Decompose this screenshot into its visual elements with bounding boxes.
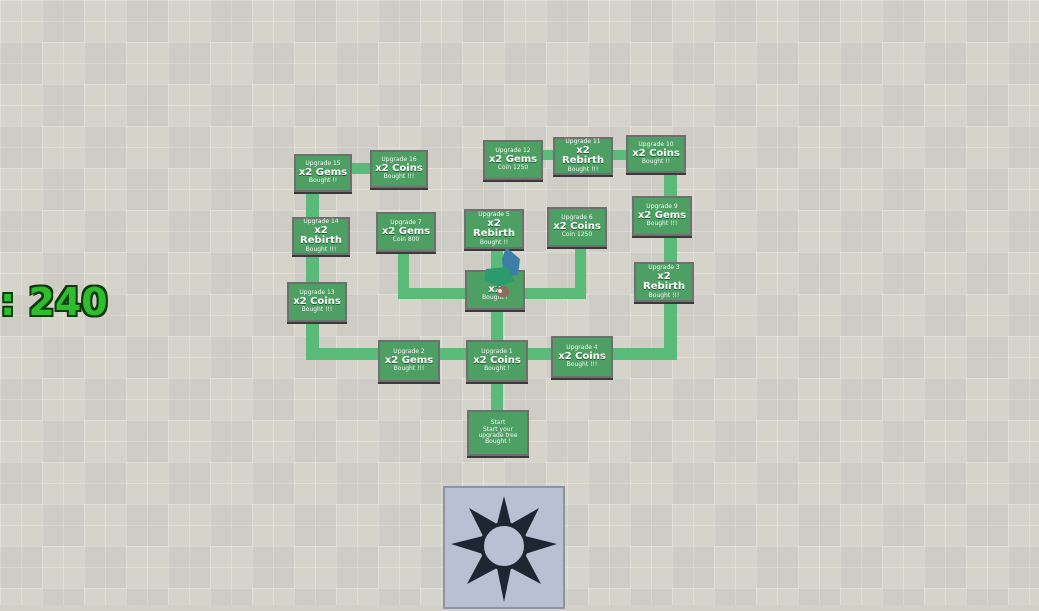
player-avatar	[484, 247, 520, 297]
upgrade-pad-11[interactable]: Upgrade 11 x2 Rebirth Bought !!!	[553, 137, 613, 175]
upgrade-pad-2[interactable]: Upgrade 2 x2 Gems Bought !!!	[378, 340, 440, 382]
pad-title: Upgrade 3	[648, 264, 680, 272]
pad-reward: x2 Gems	[488, 153, 538, 165]
pad-sublabel: upgrade tree	[478, 432, 518, 439]
pad-title: Upgrade 10	[638, 141, 674, 149]
pad-status: Bought !!!	[301, 306, 333, 314]
upgrade-pad-3[interactable]: Upgrade 3 x2 Rebirth Bought !!!	[634, 262, 694, 302]
path-segment	[306, 170, 319, 360]
pad-reward: x2 Rebirth	[562, 144, 604, 166]
upgrade-pad-start[interactable]: Start Start your upgrade tree Bought !	[467, 410, 529, 456]
pad-status: Bought !	[485, 438, 511, 446]
path-segment	[398, 230, 409, 298]
pad-status: Bought !!	[641, 158, 671, 166]
upgrade-pad-7[interactable]: Upgrade 7 x2 Gems Coin 800	[376, 212, 436, 252]
upgrade-pad-15[interactable]: Upgrade 15 x2 Gems Bought !!	[294, 154, 352, 192]
upgrade-pad-5[interactable]: Upgrade 5 x2 Rebirth Bought !!	[464, 209, 524, 249]
pad-status: Bought !!!	[393, 365, 425, 373]
pad-title: Upgrade 13	[299, 289, 335, 297]
pad-status: Bought !!!	[305, 245, 337, 253]
pad-status: Bought !!!	[566, 361, 598, 369]
upgrade-pad-12[interactable]: Upgrade 12 x2 Gems Coin 1250	[483, 140, 543, 180]
pad-reward: x2	[488, 283, 502, 295]
pad-status: Bought !!!	[646, 220, 678, 228]
upgrade-pad-9[interactable]: Upgrade 9 x2 Gems Bought !!!	[632, 196, 692, 236]
pad-reward: x2 Gems	[637, 209, 687, 221]
pad-title: Upgrade 1	[481, 348, 513, 356]
pad-title: Upgrade 5	[478, 211, 510, 219]
pad-status: Bought !!!	[567, 165, 599, 173]
pad-title: Upgrade 15	[305, 160, 341, 168]
upgrade-pad-6[interactable]: Upgrade 6 x2 Coins Coin 1250	[547, 207, 607, 247]
pad-status: Bought !	[484, 365, 510, 373]
upgrade-pad-16[interactable]: Upgrade 16 x2 Coins Bought !!!	[370, 150, 428, 188]
pad-status: Bought !!!	[383, 173, 415, 181]
pad-status: Coin 800	[392, 236, 420, 244]
pad-title: Upgrade 12	[495, 147, 531, 155]
upgrade-pad-4[interactable]: Upgrade 4 x2 Coins Bought !!!	[551, 336, 613, 378]
pad-reward: x2 Rebirth	[473, 217, 515, 239]
pad-reward: x2 Rebirth	[643, 270, 685, 292]
pad-reward: x2 Gems	[381, 225, 431, 237]
path-segment	[575, 230, 586, 298]
upgrade-pad-1[interactable]: Upgrade 1 x2 Coins Bought !	[466, 340, 528, 382]
spawn-sun-icon	[451, 496, 557, 602]
pad-status: Bought !!!	[648, 291, 680, 299]
pad-title: Upgrade 6	[561, 214, 593, 222]
pad-title: Upgrade 11	[565, 138, 601, 146]
pad-reward: x2 Rebirth	[300, 224, 342, 246]
pad-title: Upgrade 16	[381, 156, 417, 164]
pad-title: Upgrade 4	[566, 344, 598, 352]
spawn-location	[443, 486, 565, 609]
pad-reward: x2 Gems	[384, 354, 434, 366]
pad-status: Bought !!	[479, 238, 509, 246]
path-segment	[664, 150, 677, 360]
pad-label: Start your	[482, 425, 514, 433]
pad-status: Bought !	[482, 294, 508, 302]
pad-title: Upgrade 7	[390, 219, 422, 227]
upgrade-pad-10[interactable]: Upgrade 10 x2 Coins Bought !!	[626, 135, 686, 173]
upgrade-pad-13[interactable]: Upgrade 13 x2 Coins Bought !!!	[287, 282, 347, 322]
pad-reward: x2 Gems	[298, 166, 348, 178]
pad-reward: x2 Coins	[558, 350, 606, 362]
pad-reward: x2 Coins	[553, 220, 601, 232]
upgrade-pad-14[interactable]: Upgrade 14 x2 Rebirth Bought !!!	[292, 217, 350, 255]
pad-reward: x2 Coins	[632, 147, 680, 159]
pad-status: Bought !!	[308, 177, 338, 185]
coin-counter: : 240	[0, 280, 108, 324]
pad-title: Upgrade 2	[393, 348, 425, 356]
pad-reward: x2 Coins	[473, 354, 521, 366]
pad-reward: x2 Coins	[293, 295, 341, 307]
pad-title: Start	[490, 419, 506, 427]
path-segment	[320, 163, 410, 174]
pad-status: Coin 1250	[497, 164, 529, 172]
pad-status: Coin 1250	[561, 231, 593, 239]
pad-title: Upgrade 9	[646, 203, 678, 211]
pad-title: Upgrade 14	[303, 218, 339, 226]
pad-reward: x2 Coins	[375, 162, 423, 174]
